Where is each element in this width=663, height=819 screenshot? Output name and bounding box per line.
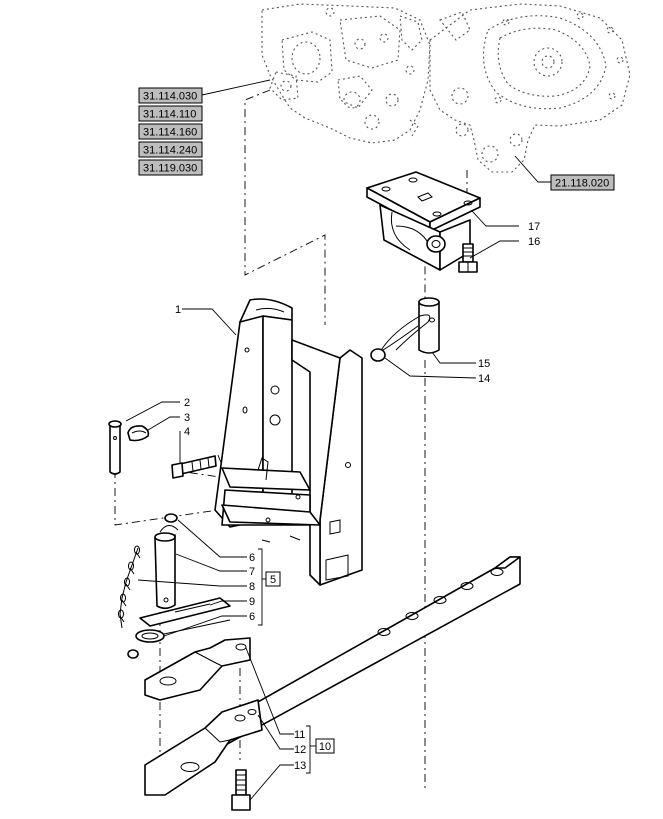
callout-1[interactable]: 1 bbox=[175, 304, 181, 316]
svg-text:31.114.240: 31.114.240 bbox=[143, 145, 197, 157]
frame-bolt bbox=[171, 455, 217, 479]
svg-text:31.114.110: 31.114.110 bbox=[143, 109, 196, 121]
callout-14[interactable]: 14 bbox=[478, 373, 490, 385]
svg-text:31.114.160: 31.114.160 bbox=[143, 127, 197, 139]
o-ring-top bbox=[164, 513, 178, 523]
group-5-box[interactable]: 5 bbox=[265, 571, 281, 587]
callout-2[interactable]: 2 bbox=[184, 397, 190, 409]
group-bracket-5 bbox=[258, 548, 266, 626]
ref-31-114-030[interactable]: 31.114.030 bbox=[138, 87, 203, 104]
ref-21-118-020[interactable]: 21.118.020 bbox=[550, 174, 615, 191]
svg-text:10: 10 bbox=[319, 741, 331, 753]
callout-9[interactable]: 9 bbox=[249, 596, 255, 608]
lynch-clip bbox=[127, 425, 150, 442]
mounting-bracket bbox=[366, 171, 481, 271]
top-clevis-plate bbox=[144, 637, 251, 701]
safety-chain bbox=[118, 545, 141, 629]
ref-31-114-160[interactable]: 31.114.160 bbox=[138, 123, 203, 140]
reference-list: 31.114.030 31.114.110 31.114.160 31.114.… bbox=[138, 79, 615, 191]
svg-text:31.119.030: 31.119.030 bbox=[143, 163, 197, 175]
ref-leader-right bbox=[514, 155, 551, 183]
callout-3[interactable]: 3 bbox=[184, 412, 190, 424]
clevis-pin bbox=[154, 525, 179, 610]
clevis-bolt bbox=[231, 769, 251, 811]
callout-6b[interactable]: 6 bbox=[249, 611, 255, 623]
callout-8[interactable]: 8 bbox=[249, 581, 255, 593]
callout-15[interactable]: 15 bbox=[478, 358, 490, 370]
callout-4[interactable]: 4 bbox=[184, 426, 190, 438]
callout-12[interactable]: 12 bbox=[294, 744, 306, 756]
ref-31-114-240[interactable]: 31.114.240 bbox=[138, 141, 203, 158]
retaining-ring bbox=[135, 619, 231, 643]
svg-text:31.114.030: 31.114.030 bbox=[143, 91, 197, 103]
callout-13[interactable]: 13 bbox=[294, 760, 306, 772]
bottom-clevis-plate bbox=[144, 699, 263, 796]
leader-lines bbox=[125, 210, 519, 801]
callout-numbers: 1 2 3 4 6 7 8 9 6 11 12 13 14 15 16 17 bbox=[175, 221, 540, 772]
drawbar-frame bbox=[214, 298, 363, 586]
callout-7[interactable]: 7 bbox=[249, 566, 255, 578]
svg-text:21.118.020: 21.118.020 bbox=[555, 178, 609, 190]
swing-pin bbox=[418, 297, 440, 354]
chassis-housing-ghost bbox=[429, 3, 631, 173]
group-bracket-10 bbox=[306, 725, 316, 774]
hitch-pin bbox=[108, 420, 122, 475]
callout-6a[interactable]: 6 bbox=[249, 552, 255, 564]
svg-text:5: 5 bbox=[270, 574, 276, 586]
ref-leader-left bbox=[201, 79, 271, 96]
retainer-plate bbox=[139, 597, 231, 627]
group-10-box[interactable]: 10 bbox=[315, 738, 335, 754]
callout-16[interactable]: 16 bbox=[528, 236, 540, 248]
callout-11[interactable]: 11 bbox=[294, 729, 305, 741]
ref-31-119-030[interactable]: 31.119.030 bbox=[138, 159, 203, 176]
ref-31-114-110[interactable]: 31.114.110 bbox=[138, 105, 203, 122]
transmission-housing-ghost bbox=[261, 3, 431, 144]
r-clip bbox=[370, 314, 431, 362]
o-ring-bottom bbox=[127, 649, 139, 659]
callout-17[interactable]: 17 bbox=[528, 221, 540, 233]
